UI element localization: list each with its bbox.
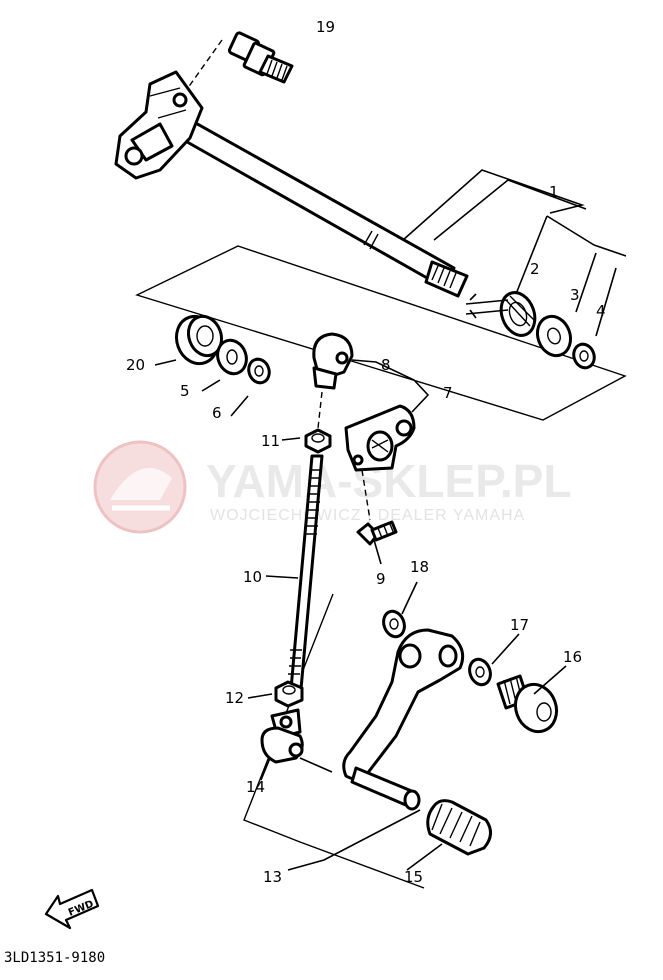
callout-18: 18 [410,558,429,576]
watermark-logo-icon [93,440,187,534]
bolt-9 [356,520,398,546]
callout-15: 15 [404,868,423,886]
callout-2: 2 [530,260,540,278]
circlip-17 [468,657,492,687]
nut-12 [274,680,304,708]
bolt-19 [174,31,294,107]
washer-18 [382,609,406,639]
oil-seal-20 [174,314,224,366]
callout-7: 7 [443,384,453,402]
watermark-tagline: WOJCIECHOWICZ | DEALER YAMAHA [210,507,525,524]
callout-numbers: 1 2 3 4 5 6 7 8 9 10 11 12 13 14 15 16 1… [126,18,606,886]
shift-shaft-1 [114,70,469,298]
callout-3: 3 [570,286,580,304]
diagram-code: 3LD1351-9180 [4,950,105,966]
callout-17: 17 [510,616,529,634]
watermark: YAMA-SKLEP.PL WOJCIECHOWICZ | DEALER YAM… [93,440,572,534]
nut-11 [304,428,332,454]
shift-lever-7 [344,404,416,521]
pivot-bolt-16 [496,674,559,734]
circlip-6 [247,357,271,385]
callout-13: 13 [263,868,282,886]
washer-3 [535,314,573,358]
callout-11: 11 [261,432,280,450]
spring-2 [465,291,537,337]
callout-16: 16 [563,648,582,666]
callout-1: 1 [549,183,559,201]
callout-14: 14 [246,778,265,796]
circlip-4 [572,342,596,370]
callout-20: 20 [126,356,145,374]
callout-8: 8 [381,356,391,374]
ball-joint-8-upper [312,332,354,429]
pedal-rubber-15 [426,799,492,856]
leader-lines [154,169,627,871]
callout-19: 19 [316,18,335,36]
ball-joint-14-lower [260,708,333,773]
callout-12: 12 [225,689,244,707]
shift-pedal-arm [342,628,465,811]
washer-5 [216,338,248,376]
fwd-arrow-icon: FWD [44,888,100,930]
assembly-boundary-upper [135,245,627,421]
callout-6: 6 [212,404,222,422]
callout-4: 4 [596,302,606,320]
callout-5: 5 [180,382,190,400]
callout-10: 10 [243,568,262,586]
callout-9: 9 [376,570,386,588]
